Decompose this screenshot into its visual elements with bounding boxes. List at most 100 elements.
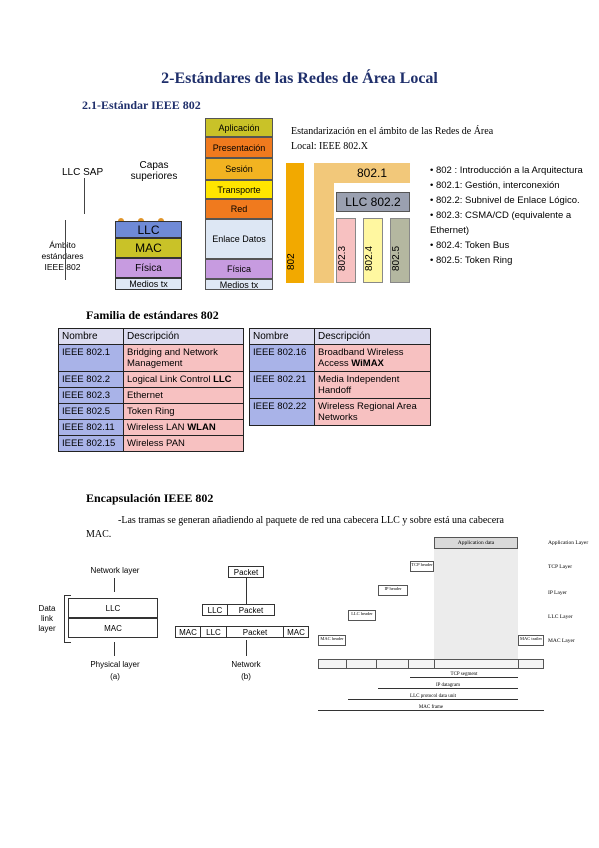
llc-header-box: LLC header	[348, 610, 376, 621]
mac-header-box: MAC header	[318, 635, 346, 646]
llc-box-a: LLC	[68, 598, 158, 618]
tcp-header-box: TCP header	[410, 561, 434, 572]
mac-layer-label: MAC Layer	[548, 638, 575, 644]
mac-box: MAC	[115, 238, 182, 258]
cell-text: Wireless Regional Area Networks	[318, 401, 417, 423]
cell-bold: WLAN	[187, 422, 216, 433]
cell-descripcion: Broadband Wireless Access WiMAX	[314, 344, 431, 372]
arrow-line	[246, 578, 247, 604]
data-link-bracket	[64, 595, 71, 643]
cell-text: Token Ring	[127, 406, 175, 417]
osi-transporte: Transporte	[205, 180, 273, 199]
bullet-item: • 802.4: Token Bus	[430, 240, 510, 251]
cell-nombre: IEEE 802.2	[58, 371, 124, 388]
tcp-layer-label: TCP Layer	[548, 564, 573, 570]
h8021-label: 802.1	[356, 166, 388, 180]
data-link-label: Data link layer	[38, 604, 56, 633]
llc-pdu-label: LLC protocol data unit	[410, 694, 456, 699]
llc-box-b: LLC	[202, 604, 228, 616]
packet-box-low: Packet	[226, 626, 284, 638]
app-layer-label: Application Layer	[548, 540, 589, 546]
familia-heading: Familia de estándares 802	[86, 308, 219, 322]
mac-trailer-box: MAC trailer	[518, 635, 544, 646]
app-data-column	[434, 549, 518, 659]
network-label-b: Network	[231, 660, 261, 669]
mac-box-b-right: MAC	[283, 626, 309, 638]
osi-fisica: Física	[205, 259, 273, 279]
cell-text: Wireless LAN	[127, 422, 188, 433]
v802-label: 802	[286, 253, 297, 271]
physical-layer-label: Physical layer	[90, 660, 140, 669]
osi-presentacion: Presentación	[205, 137, 273, 158]
packet-box-top: Packet	[228, 566, 264, 578]
ip-header-box: IP header	[378, 585, 408, 596]
osi-enlace: Enlace Datos	[205, 219, 273, 259]
cell-text: Wireless PAN	[127, 438, 185, 449]
cell-nombre: IEEE 802.22	[249, 398, 315, 426]
cell-descripcion: Wireless Regional Area Networks	[314, 398, 431, 426]
llc-box-b-low: LLC	[200, 626, 227, 638]
encaps-text: -Las tramas se generan añadiendo al paqu…	[86, 515, 504, 540]
llc-sap-label: LLC SAP	[62, 167, 104, 178]
frame-divider	[518, 659, 519, 669]
caption-b: (b)	[241, 672, 251, 681]
network-layer-label: Network layer	[90, 566, 140, 575]
bullet-item: • 802.3: CSMA/CD (equivalente a Ethernet…	[430, 210, 572, 236]
col-descripcion: Descripción	[123, 328, 244, 345]
mac-frame-label: MAC frame	[418, 705, 444, 710]
cell-nombre: IEEE 802.11	[58, 419, 124, 436]
llc-box: LLC	[115, 221, 182, 238]
frame-divider	[376, 659, 377, 669]
packet-box-mid: Packet	[227, 604, 275, 616]
stand-text: Estandarización en el ámbito de las Rede…	[291, 126, 494, 152]
bullet-item: • 802.1: Gestión, interconexión	[430, 180, 560, 191]
cell-nombre: IEEE 802.21	[249, 371, 315, 399]
v8023-label: 802.3	[337, 245, 348, 271]
llc-pdu-arrow	[348, 699, 518, 700]
v8025-bar	[390, 218, 410, 283]
cell-text: Ethernet	[127, 390, 163, 401]
osi-aplicacion: Aplicación	[205, 118, 273, 137]
mac-box-b-left: MAC	[175, 626, 201, 638]
cell-nombre: IEEE 802.16	[249, 344, 315, 372]
v8024-label: 802.4	[364, 245, 375, 271]
cell-text: Media Independent Handoff	[318, 374, 400, 396]
cell-descripcion: Ethernet	[123, 387, 244, 404]
bullet-item: • 802.5: Token Ring	[430, 255, 513, 266]
mac-box-a: MAC	[68, 618, 158, 638]
tcp-segment-label: TCP segment	[450, 672, 478, 677]
cell-descripcion: Wireless LAN WLAN	[123, 419, 244, 436]
section-subtitle: 2.1-Estándar IEEE 802	[82, 98, 201, 112]
medios-box: Medios tx	[115, 278, 182, 290]
col-descripcion: Descripción	[314, 328, 431, 345]
cell-nombre: IEEE 802.3	[58, 387, 124, 404]
encaps-heading: Encapsulación IEEE 802	[86, 491, 214, 505]
frame-divider	[346, 659, 347, 669]
frame-divider	[434, 659, 435, 669]
osi-medios: Medios tx	[205, 279, 273, 290]
cell-descripcion: Wireless PAN	[123, 435, 244, 452]
cell-descripcion: Logical Link Control LLC	[123, 371, 244, 388]
cell-nombre: IEEE 802.1	[58, 344, 124, 372]
ip-layer-label: IP Layer	[548, 590, 567, 596]
arrow-line	[246, 640, 247, 656]
llc8022-box: LLC 802.2	[336, 192, 410, 212]
fisica-box: Física	[115, 258, 182, 278]
sap-line	[84, 178, 145, 214]
cell-descripcion: Token Ring	[123, 403, 244, 420]
cell-descripcion: Bridging and Network Management	[123, 344, 244, 372]
bullet-item: • 802 : Introducción a la Arquitectura	[430, 165, 583, 176]
capas-superiores-label: Capas superiores	[130, 160, 178, 182]
page-title: 2-Estándares de las Redes de Área Local	[161, 70, 438, 87]
app-data-box: Application data	[434, 537, 518, 549]
cell-bold: WiMAX	[351, 358, 384, 369]
